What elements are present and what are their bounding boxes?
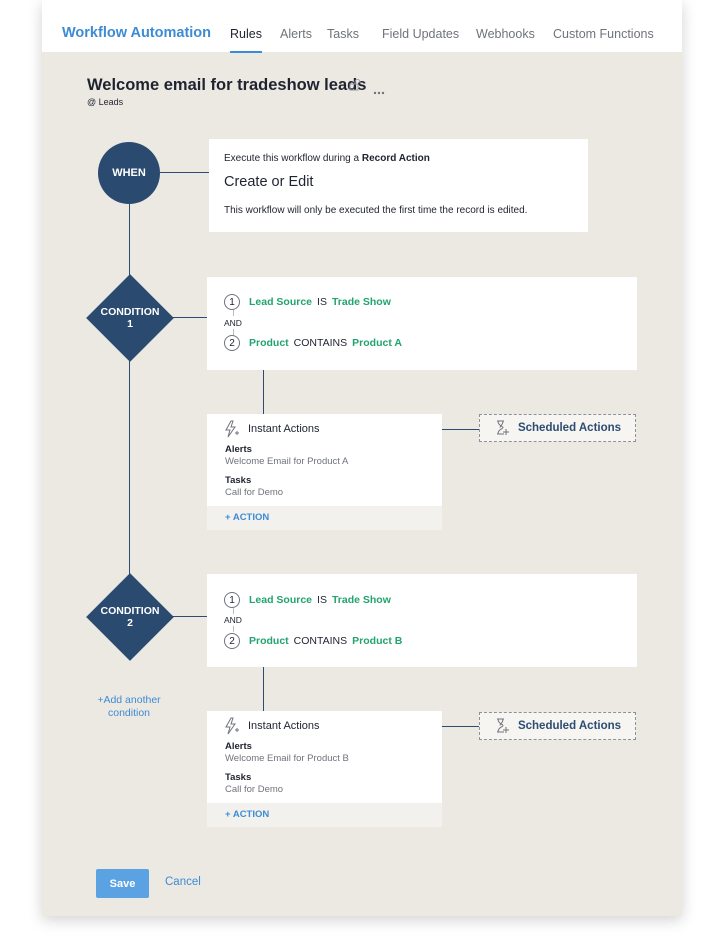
condition-card-1[interactable]: 1 Lead Source IS Trade Show AND 2 Produc… xyxy=(207,277,637,370)
hourglass-icon xyxy=(496,420,509,435)
condition-node-2[interactable]: CONDITION 2 xyxy=(86,573,174,661)
when-node: WHEN xyxy=(98,142,160,204)
add-action-button[interactable]: + ACTION xyxy=(225,512,270,523)
tab-custom-functions[interactable]: Custom Functions xyxy=(553,27,654,41)
alerts-label: Alerts xyxy=(225,741,252,752)
lightning-icon xyxy=(225,717,239,735)
alerts-value[interactable]: Welcome Email for Product A xyxy=(225,456,349,467)
connector-line xyxy=(442,726,479,727)
lock-icon[interactable] xyxy=(349,78,362,96)
top-nav: Workflow Automation Rules Alerts Tasks F… xyxy=(42,0,682,53)
instant-actions-card-2[interactable]: Instant Actions Alerts Welcome Email for… xyxy=(207,711,442,827)
action-footer: + ACTION xyxy=(207,803,442,827)
condition-node-1[interactable]: CONDITION 1 xyxy=(86,274,174,362)
tab-alerts[interactable]: Alerts xyxy=(280,27,312,41)
alerts-label: Alerts xyxy=(225,444,252,455)
criteria-row[interactable]: 1 Lead Source IS Trade Show xyxy=(224,292,391,312)
trigger-action: Create or Edit xyxy=(224,174,314,190)
connector-line xyxy=(173,616,207,617)
connector-line xyxy=(263,667,264,711)
tasks-value[interactable]: Call for Demo xyxy=(225,784,284,795)
hourglass-icon xyxy=(496,718,509,733)
save-button[interactable]: Save xyxy=(96,869,149,898)
app-brand[interactable]: Workflow Automation xyxy=(62,25,212,41)
instant-actions-header: Instant Actions xyxy=(222,420,320,438)
trigger-description: Execute this workflow during a Record Ac… xyxy=(224,153,430,164)
instant-actions-header: Instant Actions xyxy=(222,717,320,735)
connector-line xyxy=(129,204,130,279)
scheduled-actions-button-1[interactable]: Scheduled Actions xyxy=(479,414,636,442)
connector-line xyxy=(173,317,207,318)
and-label: AND xyxy=(224,615,242,625)
criteria-row[interactable]: 2 Product CONTAINS Product A xyxy=(224,333,402,353)
tab-webhooks[interactable]: Webhooks xyxy=(476,27,535,41)
tasks-label: Tasks xyxy=(225,475,252,486)
workflow-editor: Workflow Automation Rules Alerts Tasks F… xyxy=(42,0,682,916)
condition-card-2[interactable]: 1 Lead Source IS Trade Show AND 2 Produc… xyxy=(207,574,637,667)
tasks-label: Tasks xyxy=(225,772,252,783)
lightning-icon xyxy=(225,420,239,438)
connector-line xyxy=(129,358,130,578)
criteria-row[interactable]: 1 Lead Source IS Trade Show xyxy=(224,590,391,610)
criteria-row[interactable]: 2 Product CONTAINS Product B xyxy=(224,631,402,651)
tasks-value[interactable]: Call for Demo xyxy=(225,487,284,498)
add-action-button[interactable]: + ACTION xyxy=(225,809,270,820)
connector-line xyxy=(442,429,479,430)
tab-field-updates[interactable]: Field Updates xyxy=(382,27,460,41)
connector-line xyxy=(263,370,264,414)
tab-tasks[interactable]: Tasks xyxy=(327,27,359,41)
cancel-button[interactable]: Cancel xyxy=(165,876,201,888)
module-label: @ Leads xyxy=(87,97,124,107)
rule-title: Welcome email for tradeshow leads xyxy=(87,76,367,94)
connector-line xyxy=(160,172,209,173)
more-icon[interactable] xyxy=(373,82,385,100)
tab-rules[interactable]: Rules xyxy=(230,27,262,53)
trigger-note: This workflow will only be executed the … xyxy=(224,205,528,216)
and-label: AND xyxy=(224,318,242,328)
scheduled-actions-button-2[interactable]: Scheduled Actions xyxy=(479,712,636,740)
action-footer: + ACTION xyxy=(207,506,442,530)
alerts-value[interactable]: Welcome Email for Product B xyxy=(225,753,349,764)
instant-actions-card-1[interactable]: Instant Actions Alerts Welcome Email for… xyxy=(207,414,442,530)
when-card[interactable]: Execute this workflow during a Record Ac… xyxy=(209,139,588,232)
add-condition-link[interactable]: +Add another condition xyxy=(97,694,161,719)
